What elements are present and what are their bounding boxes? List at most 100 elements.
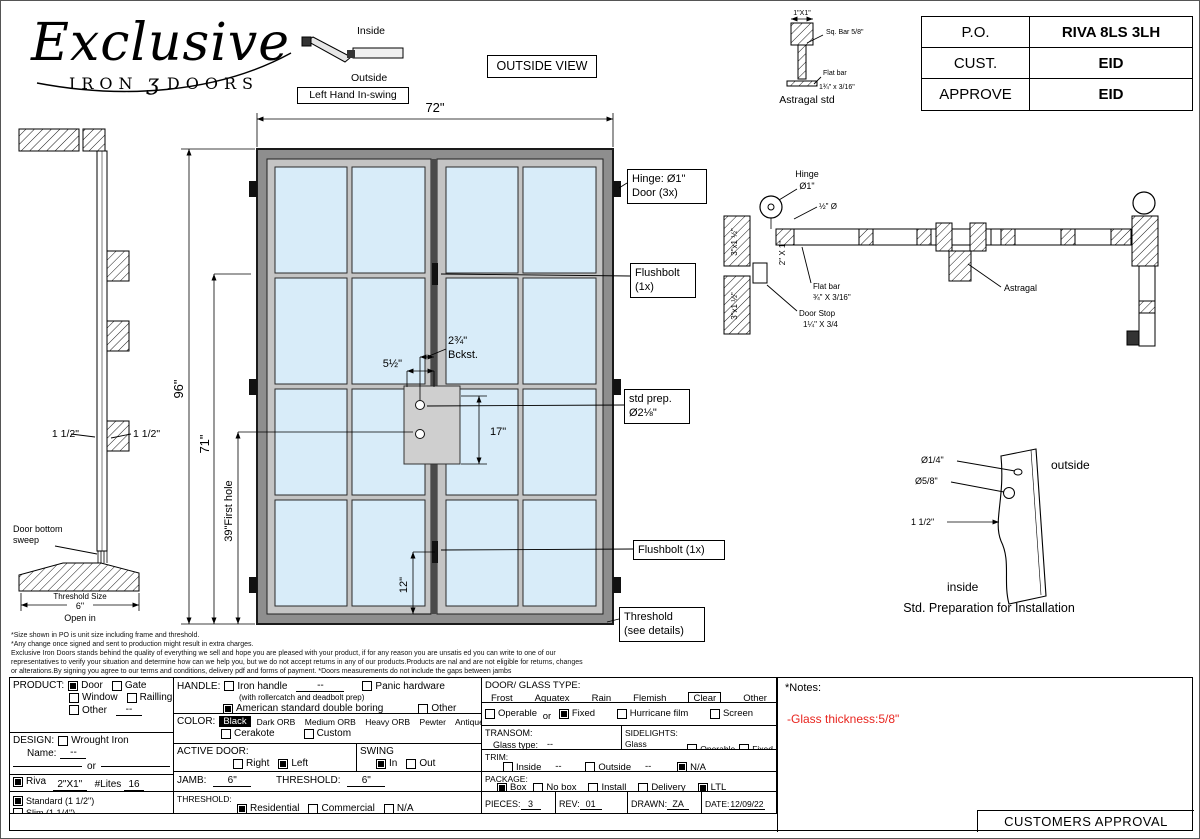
product-label: PRODUCT: (13, 680, 65, 691)
glass-type-flemish[interactable]: Flemish (633, 693, 667, 703)
glass-options-cell: Operable or Fixed Hurricane film Screen (482, 703, 777, 726)
screen-checkbox[interactable] (709, 708, 720, 719)
fixed-checkbox[interactable] (558, 708, 569, 719)
callout-threshold-line-1: Threshold (624, 611, 673, 623)
door-checkbox-label: Door (81, 680, 103, 691)
callout-std-prep-line-1: std prep. (629, 393, 672, 405)
po-label: P.O. (922, 17, 1030, 48)
product-other-checkbox-label: Other (82, 704, 108, 716)
glass-type-clear-selected[interactable]: Clear (688, 692, 722, 702)
package-install-label: Install (601, 782, 627, 792)
gate-checkbox[interactable] (111, 680, 122, 691)
design-cell: DESIGN: Wrought Iron Name: -- or (10, 733, 174, 775)
standard-checkbox[interactable] (13, 796, 23, 806)
active-right-checkbox[interactable] (233, 758, 243, 769)
swing-in-checkbox[interactable] (376, 758, 386, 769)
plan-flatbar-label-2: ¾" X 3/16" (813, 293, 851, 302)
customers-approval-box[interactable]: CUSTOMERS APPROVAL (977, 810, 1194, 832)
approve-value: EID (1098, 86, 1124, 103)
sidelights-operable-checkbox[interactable] (687, 744, 698, 749)
package-box-checkbox[interactable] (497, 782, 507, 791)
operable-checkbox[interactable] (485, 708, 495, 719)
railing-checkbox[interactable] (126, 692, 137, 703)
wrought-iron-checkbox[interactable] (58, 735, 69, 746)
slim-checkbox[interactable] (13, 808, 23, 813)
riva-checkbox[interactable] (13, 776, 23, 787)
threshold-type-cell: THRESHOLD: Residential Commercial N/A (174, 792, 482, 814)
disclaimer-line-4: representatives to verify your situation… (11, 659, 583, 666)
section-dim-right: 1 1/2" (133, 428, 160, 440)
install-depth-label: 1 1/2" (911, 517, 934, 527)
section-dim-left: 1 1/2" (52, 428, 79, 440)
residential-checkbox[interactable] (237, 803, 247, 813)
package-delivery-checkbox[interactable] (638, 782, 649, 791)
iron-handle-note: (with rollercatch and deadbolt prep) (239, 693, 365, 702)
plan-jamb-top-label: 3"x1 ½" (730, 228, 739, 256)
transom-cell: TRANSOM: Glass type: -- (482, 726, 622, 750)
color-options-list: Dark ORB Medium ORB Heavy ORB Pewter Ant… (256, 716, 482, 727)
cerakote-checkbox[interactable] (221, 728, 231, 739)
residential-label: Residential (250, 803, 300, 814)
dim-backset-label: Bckst. (448, 349, 478, 361)
rev-cell: REV: 01 (556, 792, 628, 814)
glass-type-cell: DOOR/ GLASS TYPE: Frost Aquatex Rain Fle… (482, 678, 777, 703)
active-left-label: Left (291, 758, 309, 769)
threshold-na-checkbox[interactable] (383, 803, 394, 813)
astragal-sqbar-label: Sq. Bar 5/8" (826, 29, 864, 36)
design-name-value: -- (60, 747, 87, 759)
brand-flourish-glyph: ʒ (146, 71, 159, 96)
custom-color-label: Custom (316, 728, 352, 739)
package-nobox-checkbox[interactable] (533, 782, 544, 791)
american-boring-checkbox[interactable] (223, 703, 233, 713)
panic-hardware-label: Panic hardware (375, 680, 445, 692)
dim-prep-span: 17" (490, 426, 506, 438)
railing-checkbox-label: Railling (139, 692, 173, 703)
hinge-marks (249, 181, 621, 593)
swing-out-label: Out (419, 758, 436, 769)
sidelights-operable-label: Operable (700, 744, 736, 750)
swing-indicator-icon: Inside Outside (301, 25, 404, 84)
plan-flatbar-label-1: Flat bar (813, 282, 840, 291)
window-checkbox[interactable] (69, 692, 79, 703)
swing-out-checkbox[interactable] (406, 758, 417, 769)
package-install-checkbox[interactable] (588, 782, 599, 791)
product-other-checkbox[interactable] (69, 705, 79, 715)
glass-type-frost[interactable]: Frost (491, 693, 513, 703)
gate-checkbox-label: Gate (124, 680, 147, 691)
brand-logo: Exclusive IRON ʒ DOORS (31, 17, 290, 96)
threshold-size-value: 6" (76, 601, 84, 611)
active-left-checkbox[interactable] (278, 758, 289, 769)
iron-handle-checkbox[interactable] (224, 681, 235, 691)
astragal-flatbar-label-1: Flat bar (823, 70, 847, 77)
open-in-label: Open in (64, 613, 96, 623)
door-checkbox[interactable] (68, 680, 79, 691)
threshold-size-label: Threshold Size (53, 592, 107, 601)
plan-astragal-label: Astragal (1004, 283, 1037, 293)
jamb-value: 6" (213, 775, 252, 787)
active-door-cell: ACTIVE DOOR: Right Left (174, 744, 357, 772)
po-approval-table: P.O. RIVA 8LS 3LH CUST. EID APPROVE EID (921, 16, 1193, 111)
trim-inside-value: -- (543, 761, 573, 771)
sidelights-fixed-checkbox[interactable] (739, 744, 750, 749)
notes-title: *Notes: (785, 682, 822, 694)
commercial-checkbox[interactable] (308, 803, 319, 813)
trim-na-checkbox[interactable] (677, 762, 688, 771)
plan-tube-label: 2" X 1" (778, 241, 787, 266)
glass-type-rain[interactable]: Rain (591, 693, 612, 703)
glass-type-other[interactable]: Other (743, 693, 767, 703)
panic-hardware-checkbox[interactable] (362, 681, 373, 691)
threshold-na-label: N/A (396, 803, 414, 814)
custom-color-checkbox[interactable] (303, 728, 314, 739)
dim-backset-value: 2¾" (448, 335, 467, 347)
glass-type-aquatex[interactable]: Aquatex (534, 693, 570, 703)
handle-cell: HANDLE: Iron handle -- Panic hardware (w… (174, 678, 482, 714)
color-selected-chip[interactable]: Black (219, 716, 251, 727)
hurricane-film-checkbox[interactable] (616, 708, 627, 719)
trim-outside-checkbox[interactable] (585, 762, 596, 771)
glass-type-label: DOOR/ GLASS TYPE: (485, 680, 581, 691)
po-value: RIVA 8LS 3LH (1030, 17, 1192, 48)
handle-other-checkbox[interactable] (418, 703, 429, 713)
trim-inside-checkbox[interactable] (503, 762, 513, 771)
package-ltl-checkbox[interactable] (697, 782, 708, 791)
